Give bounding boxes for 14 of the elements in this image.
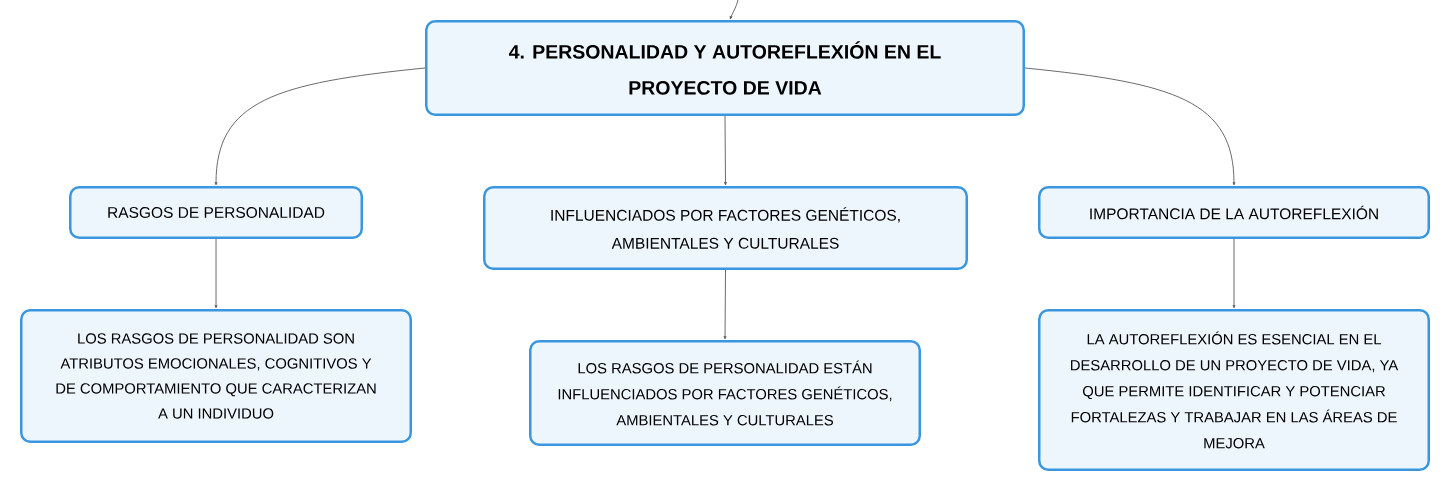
topic-box: IMPORTANCIA DE LA AUTOREFLEXIÓN (1038, 186, 1430, 239)
detail-box: LOS RASGOS DE PERSONALIDAD ESTÁN INFLUENCIADOS POR FACTORES GENÉTICOS, AMBIENTALES Y CULTURALES (529, 340, 921, 446)
connector-arrow (723, 269, 727, 340)
connector-arrow (214, 67, 426, 186)
connector-arrow (724, 115, 727, 186)
topic-box: INFLUENCIADOS POR FACTORES GENÉTICOS, AMBIENTALES Y CULTURALES (483, 186, 968, 270)
connector-arrow (1024, 67, 1236, 186)
detail-box: LOS RASGOS DE PERSONALIDAD SON ATRIBUTOS EMOCIONALES, COGNITIVOS Y DE COMPORTAMIENTO QUE CARACTERIZAN A UN INDIVIDUO (20, 309, 412, 443)
detail-box: LA AUTOREFLEXIÓN ES ESENCIAL EN EL DESARROLLO DE UN PROYECTO DE VIDA, YA QUE PERMITE IDENTIFICAR Y POTENCIAR FORTALEZAS Y TRABAJAR EN LAS ÁREAS DE MEJORA (1038, 309, 1430, 471)
central-topic-box: 4. PERSONALIDAD Y AUTOREFLEXIÓN EN EL PROYECTO DE VIDA (425, 20, 1025, 116)
connector-arrow (1232, 238, 1236, 309)
connector-arrow (214, 238, 218, 309)
topic-box: RASGOS DE PERSONALIDAD (69, 186, 363, 239)
connector-arrow (729, 0, 739, 20)
